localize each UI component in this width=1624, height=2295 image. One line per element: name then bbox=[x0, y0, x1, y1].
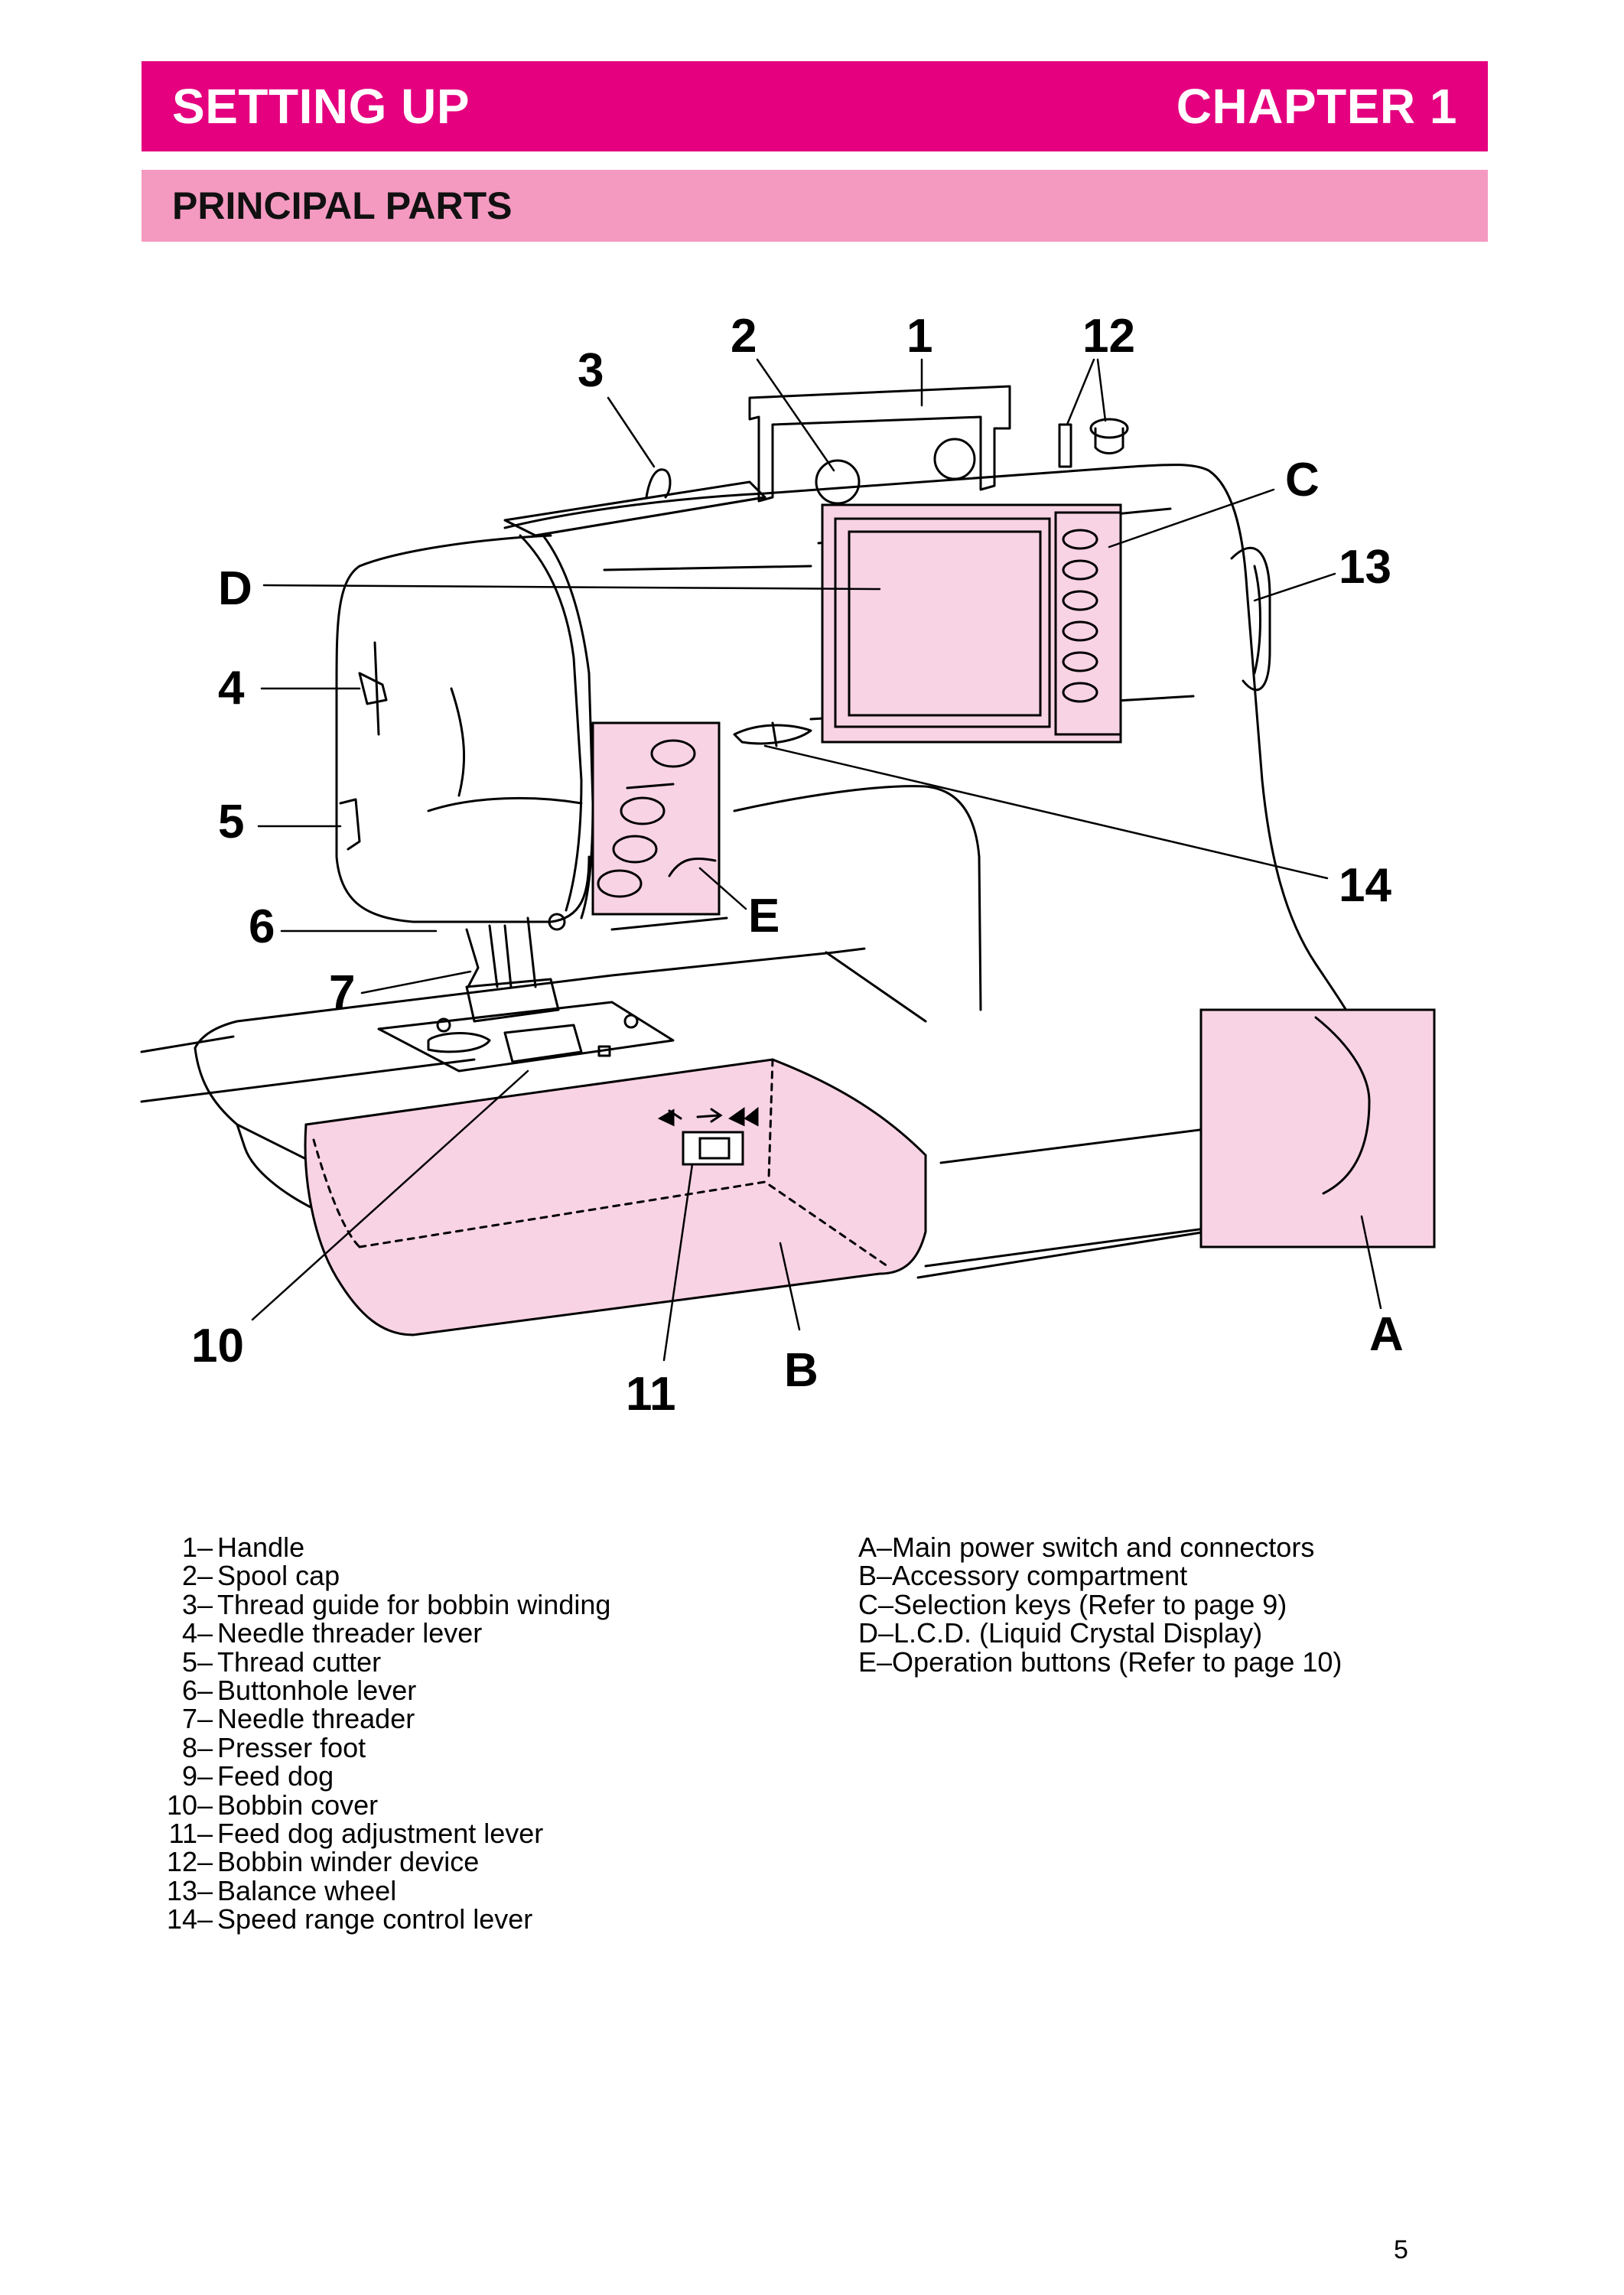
legend-item: 2–Spool cap bbox=[181, 1560, 340, 1592]
arm-underside bbox=[733, 785, 982, 1011]
legend-item: 6–Buttonhole lever bbox=[181, 1675, 417, 1707]
legend-item: 13–Balance wheel bbox=[166, 1874, 397, 1906]
callout-12: 12 bbox=[1082, 310, 1135, 363]
leader-E bbox=[698, 867, 747, 910]
lettered-parts-legend: A–Main power switch and connectors B–Acc… bbox=[858, 1533, 1547, 1676]
callout-14: 14 bbox=[1339, 859, 1391, 912]
section-title: PRINCIPAL PARTS bbox=[172, 184, 513, 227]
section-header-bar: PRINCIPAL PARTS bbox=[142, 170, 1488, 242]
power-switch-highlight bbox=[1199, 1008, 1436, 1248]
callout-6: 6 bbox=[249, 900, 275, 953]
feed-dog-lever bbox=[682, 1131, 744, 1166]
callout-4: 4 bbox=[218, 662, 245, 715]
leader-C bbox=[1108, 488, 1275, 549]
callout-B: B bbox=[784, 1344, 819, 1397]
leader-B bbox=[779, 1242, 801, 1331]
chapter-header-bar: SETTING UP CHAPTER 1 bbox=[142, 61, 1488, 151]
operation-buttons-highlight bbox=[591, 721, 721, 916]
legend-item: 4–Needle threader lever bbox=[181, 1617, 483, 1649]
legend-item: 7–Needle threader bbox=[181, 1703, 415, 1735]
numbered-parts-legend: 1–Handle 2–Spool cap 3–Thread guide for … bbox=[144, 1533, 832, 1934]
legend-item: 8–Presser foot bbox=[181, 1731, 366, 1763]
chapter-number: CHAPTER 1 bbox=[1176, 79, 1457, 134]
page-number: 5 bbox=[1394, 2235, 1408, 2264]
legend-item: 3–Thread guide for bobbin winding bbox=[181, 1588, 611, 1620]
needle-plate-outline bbox=[377, 1001, 675, 1073]
legend-item: 10–Bobbin cover bbox=[166, 1789, 379, 1821]
handle-outline bbox=[748, 385, 1011, 503]
leader-11 bbox=[662, 1163, 694, 1362]
legend-item: 14–Speed range control lever bbox=[166, 1903, 533, 1935]
leader-3 bbox=[607, 396, 656, 468]
leader-12a bbox=[1066, 358, 1095, 426]
callout-C: C bbox=[1285, 454, 1320, 506]
legend-item: E–Operation buttons (Refer to page 10) bbox=[858, 1646, 1342, 1678]
legend-item: B–Accessory compartment bbox=[858, 1560, 1188, 1592]
legend-item: C–Selection keys (Refer to page 9) bbox=[858, 1588, 1287, 1620]
top-cover-outline bbox=[503, 480, 766, 537]
leader-10 bbox=[251, 1069, 529, 1321]
callout-E: E bbox=[748, 890, 779, 942]
leader-13 bbox=[1253, 572, 1336, 602]
balance-wheel-outline bbox=[1230, 546, 1271, 692]
leader-A bbox=[1360, 1215, 1382, 1310]
presser-foot-outline bbox=[465, 978, 560, 1023]
machine-bed-outline bbox=[236, 947, 866, 1023]
legend-item: A–Main power switch and connectors bbox=[858, 1532, 1315, 1563]
legend-item: 12–Bobbin winder device bbox=[166, 1846, 480, 1878]
legend-item: 9–Feed dog bbox=[181, 1760, 334, 1792]
callout-10: 10 bbox=[191, 1320, 244, 1372]
legend-item: 1–Handle bbox=[181, 1532, 305, 1563]
leader-7 bbox=[360, 970, 472, 994]
accessory-compartment-highlight bbox=[304, 1058, 927, 1336]
leader-14 bbox=[763, 744, 1329, 880]
selection-keys-column bbox=[1054, 511, 1122, 736]
legend-item: D–L.C.D. (Liquid Crystal Display) bbox=[858, 1617, 1263, 1649]
spool-cap bbox=[815, 459, 861, 505]
leader-D bbox=[262, 584, 881, 591]
callout-7: 7 bbox=[329, 966, 355, 1019]
callout-2: 2 bbox=[731, 310, 757, 363]
machine-head-outline bbox=[335, 534, 591, 923]
callout-3: 3 bbox=[578, 344, 604, 397]
leader-12b bbox=[1096, 358, 1107, 422]
callout-11: 11 bbox=[626, 1368, 676, 1421]
callout-D: D bbox=[218, 562, 252, 615]
chapter-section-title: SETTING UP bbox=[172, 79, 470, 134]
legend-item: 5–Thread cutter bbox=[181, 1646, 382, 1678]
legend-item: 11–Feed dog adjustment lever bbox=[168, 1818, 544, 1850]
callout-1: 1 bbox=[906, 310, 932, 363]
lcd-highlight bbox=[821, 503, 1122, 744]
leader-2 bbox=[756, 358, 835, 472]
speed-lever-outline bbox=[733, 724, 812, 745]
callout-A: A bbox=[1369, 1308, 1404, 1361]
callout-13: 13 bbox=[1339, 541, 1391, 594]
callout-5: 5 bbox=[218, 796, 244, 848]
